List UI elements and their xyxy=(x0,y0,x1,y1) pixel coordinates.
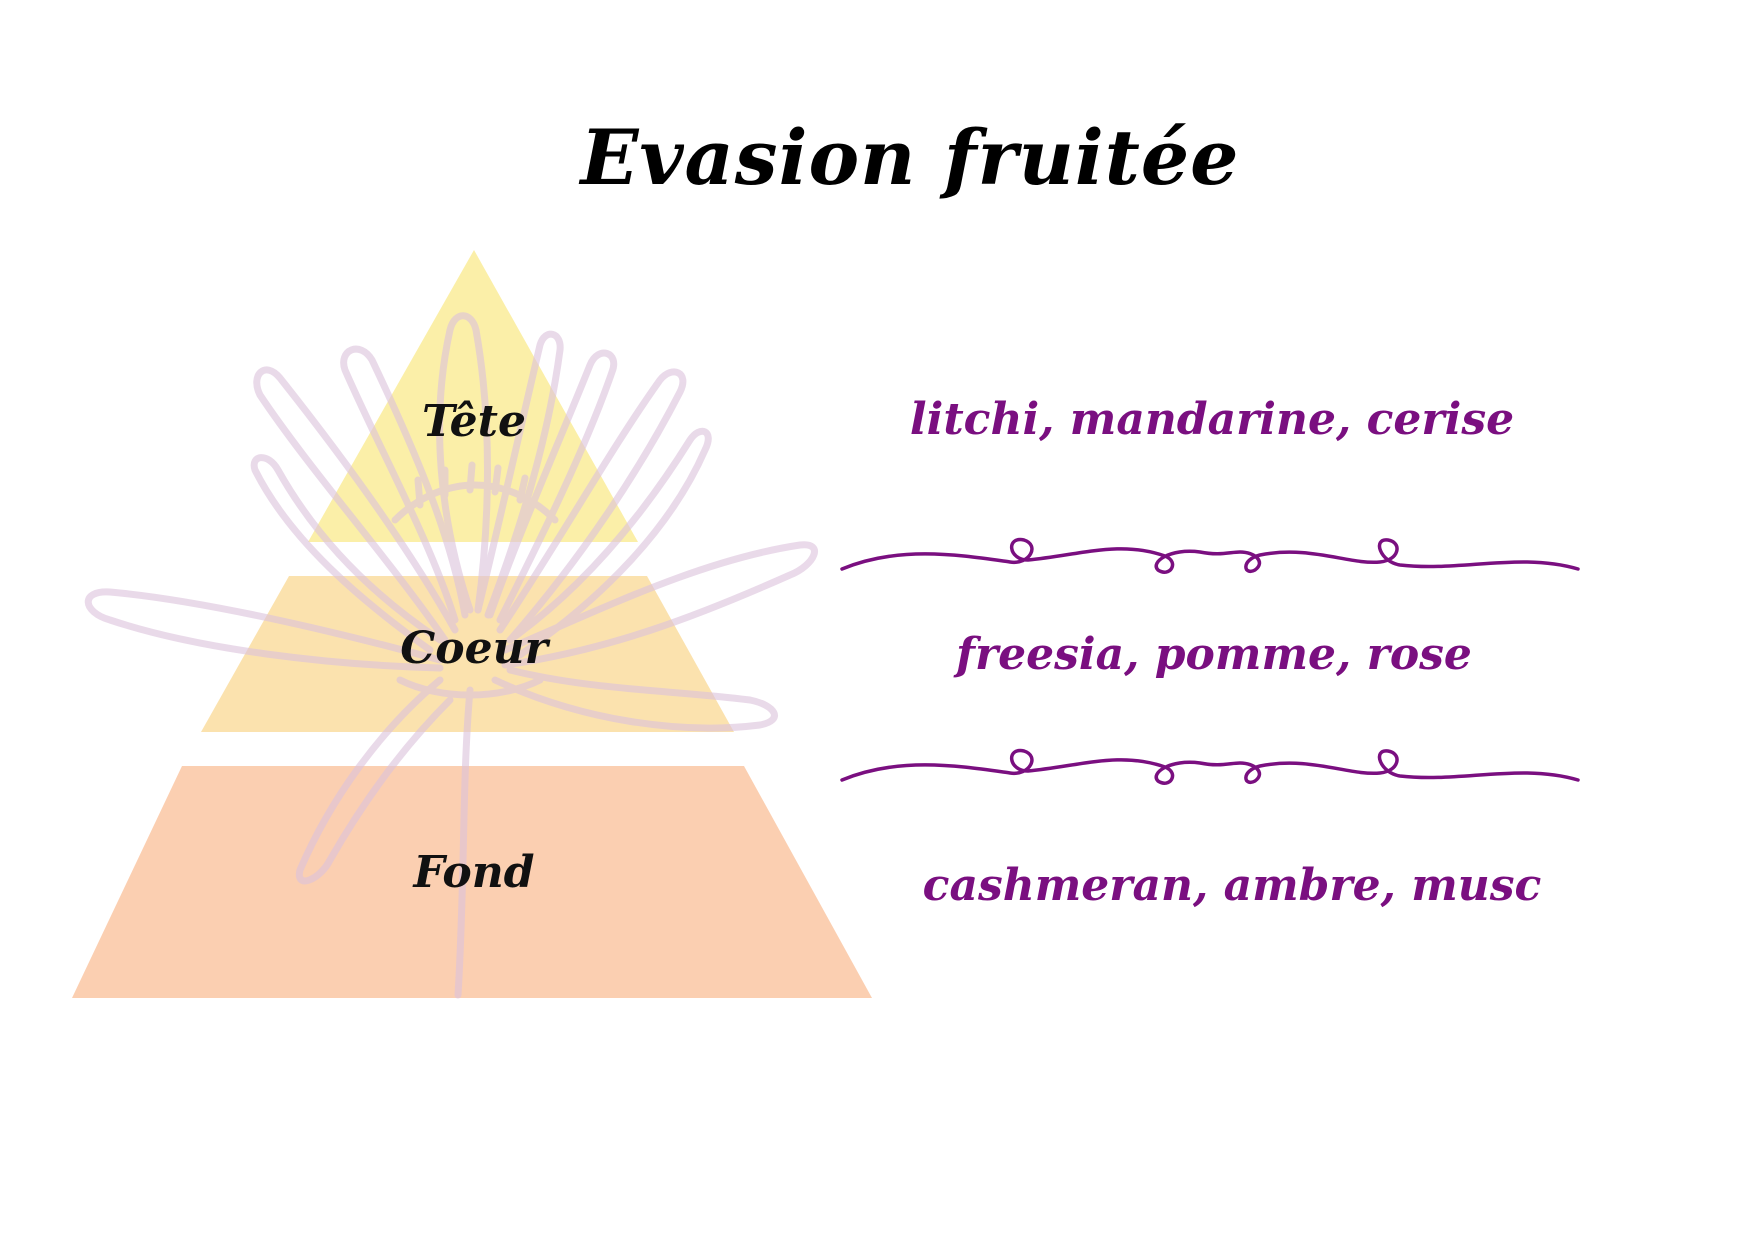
page-title: Evasion fruitée xyxy=(580,113,1240,202)
tier-label-middle: Coeur xyxy=(400,623,550,674)
notes-top: litchi, mandarine, cerise xyxy=(909,394,1515,445)
notes-middle: freesia, pomme, rose xyxy=(956,629,1472,680)
tier-bottom-shape xyxy=(72,766,872,998)
tier-middle-shape xyxy=(201,576,734,732)
swirl-divider-icon xyxy=(840,748,1580,785)
swirl-divider-icon xyxy=(840,537,1580,574)
lotus-flower-icon xyxy=(84,312,818,999)
tier-label-bottom: Fond xyxy=(412,847,535,898)
tier-label-top: Tête xyxy=(422,396,526,447)
notes-bottom: cashmeran, ambre, musc xyxy=(922,860,1542,911)
